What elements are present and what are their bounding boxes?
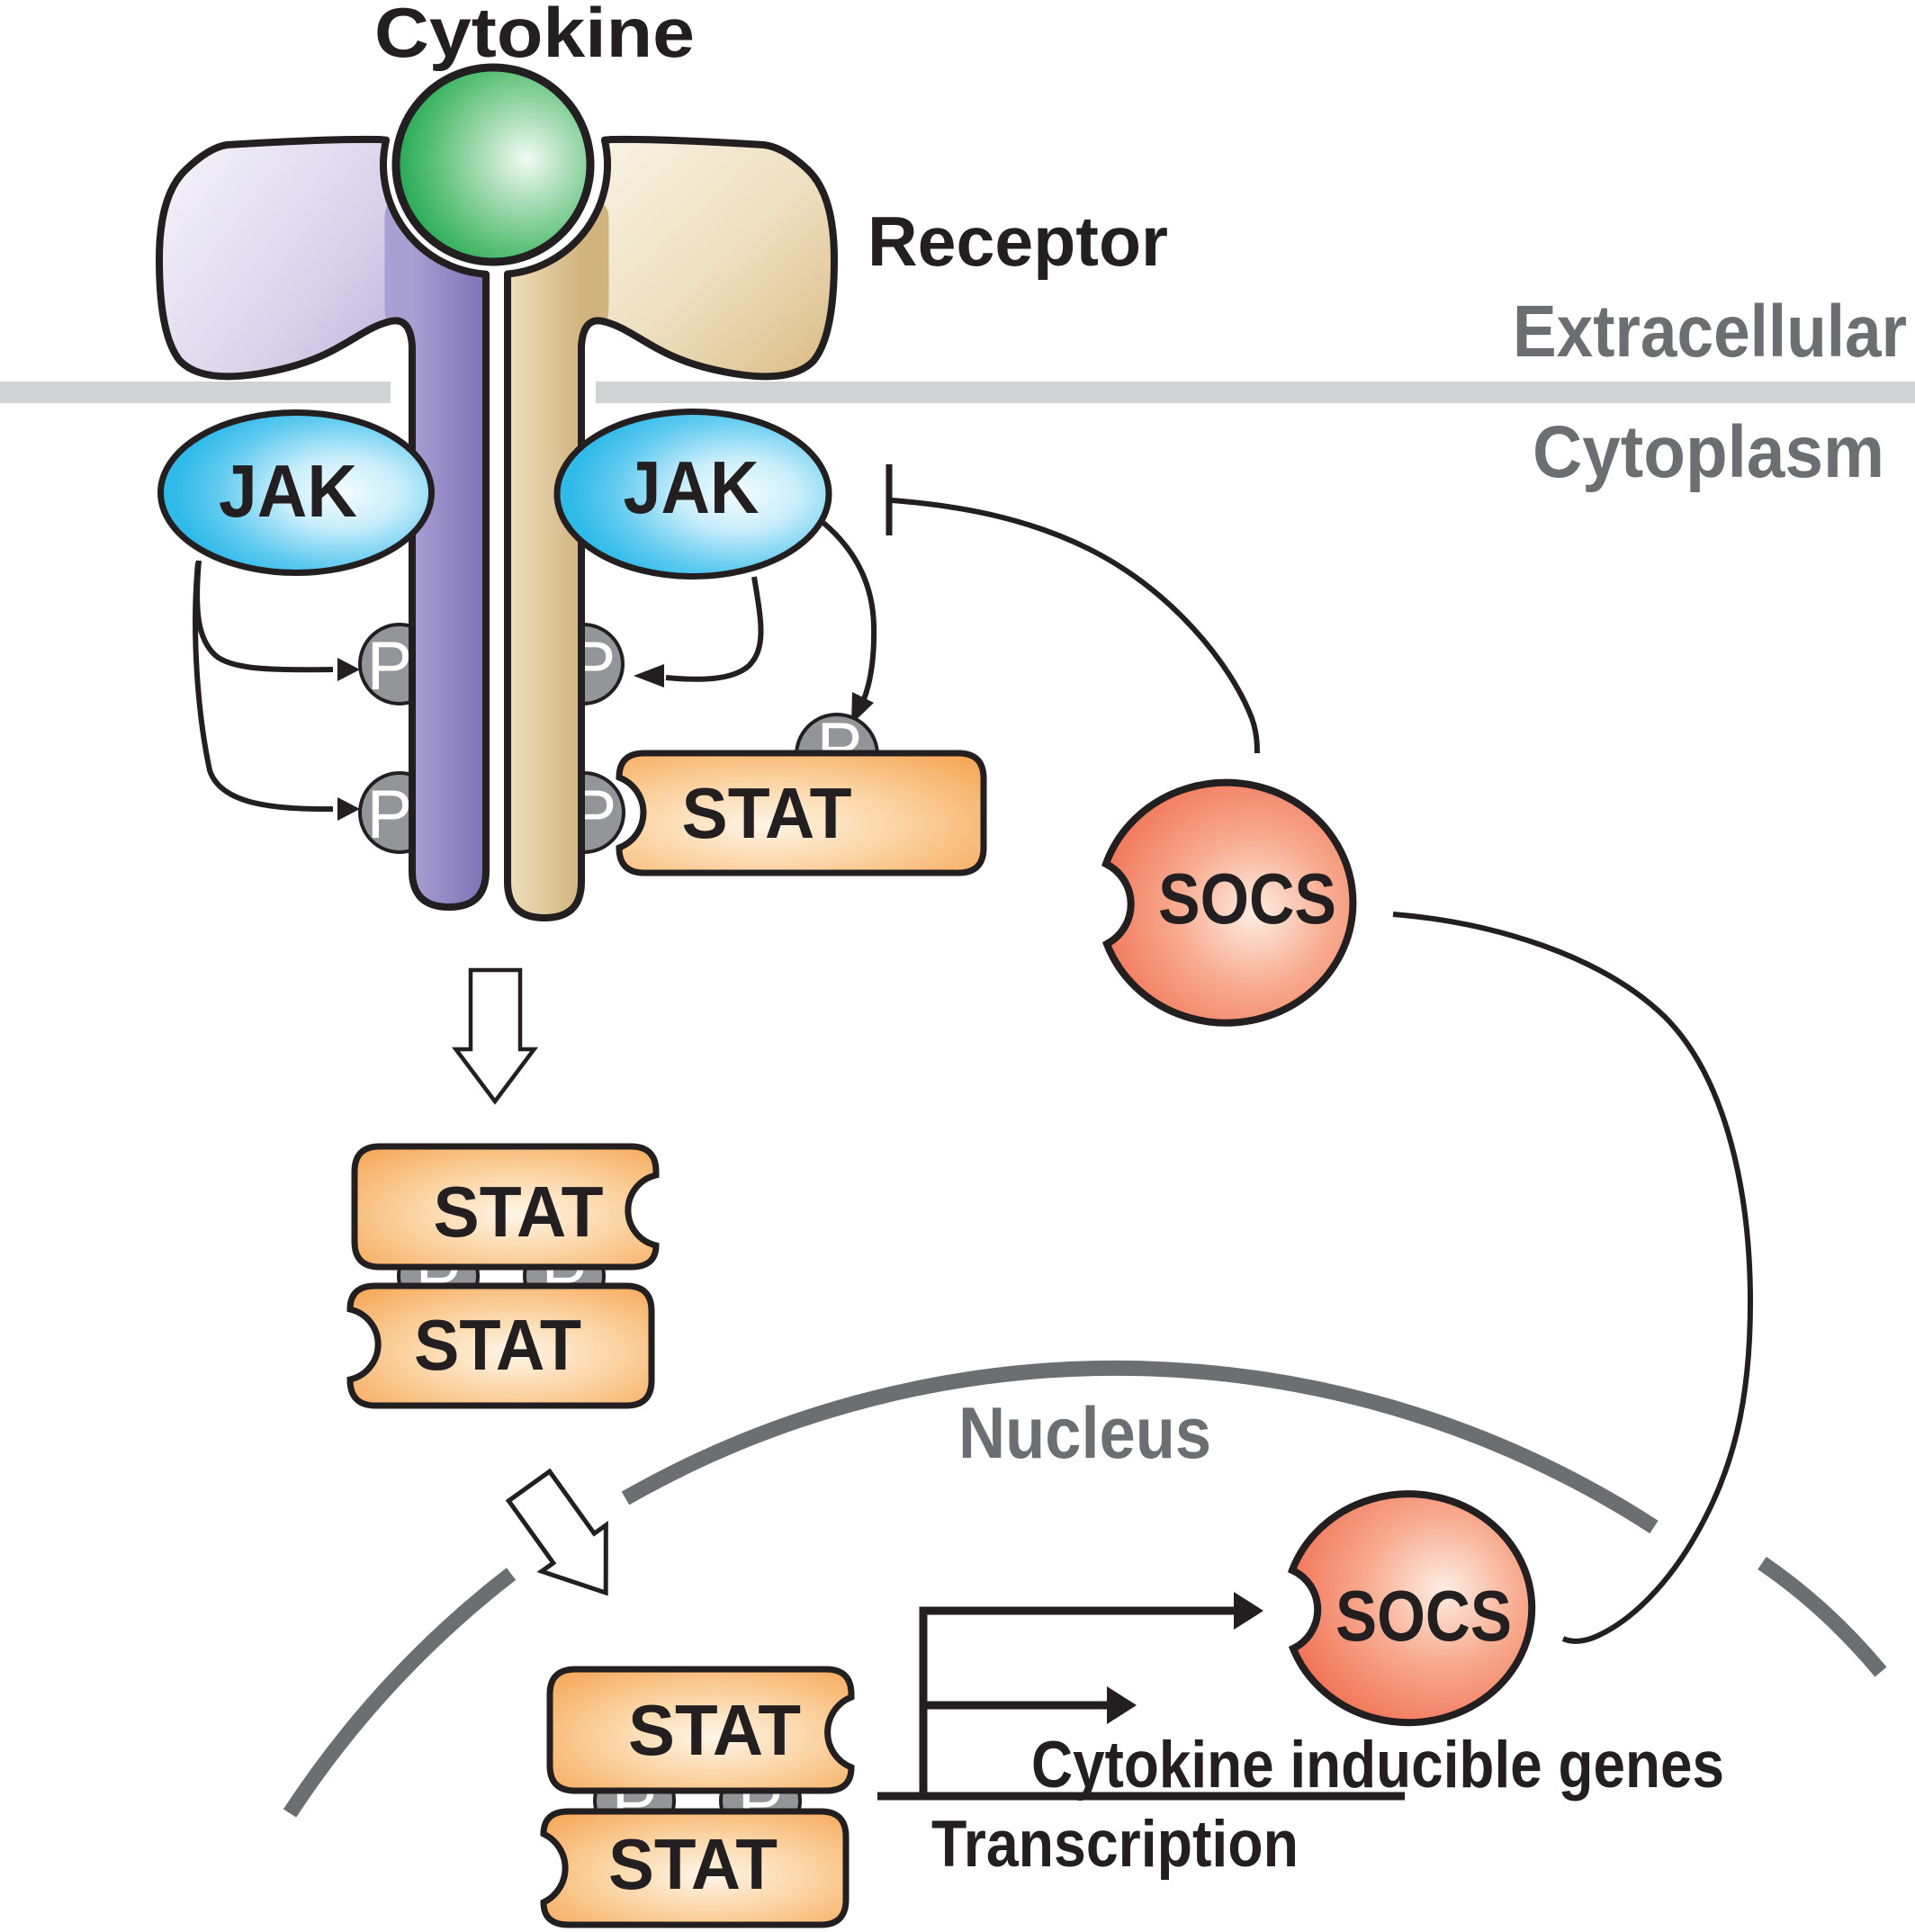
svg-text:Nucleus: Nucleus (958, 1393, 1211, 1474)
svg-text:P: P (367, 628, 413, 705)
svg-text:STAT: STAT (434, 1172, 604, 1252)
svg-text:Extracellular: Extracellular (1513, 291, 1907, 373)
svg-text:P: P (367, 777, 413, 853)
svg-text:JAK: JAK (624, 445, 760, 529)
svg-text:SOCS: SOCS (1335, 1576, 1512, 1656)
svg-text:Cytokine: Cytokine (374, 0, 695, 72)
svg-text:STAT: STAT (682, 773, 852, 853)
svg-text:Cytokine inducible genes: Cytokine inducible genes (1031, 1729, 1724, 1802)
svg-text:SOCS: SOCS (1158, 858, 1336, 939)
svg-text:STAT: STAT (414, 1305, 581, 1385)
svg-text:Cytoplasm: Cytoplasm (1533, 411, 1884, 493)
svg-text:STAT: STAT (628, 1690, 801, 1770)
svg-text:STAT: STAT (608, 1824, 778, 1904)
svg-text:Receptor: Receptor (868, 202, 1168, 281)
svg-text:Transcription: Transcription (931, 1808, 1299, 1881)
svg-text:JAK: JAK (219, 449, 357, 533)
